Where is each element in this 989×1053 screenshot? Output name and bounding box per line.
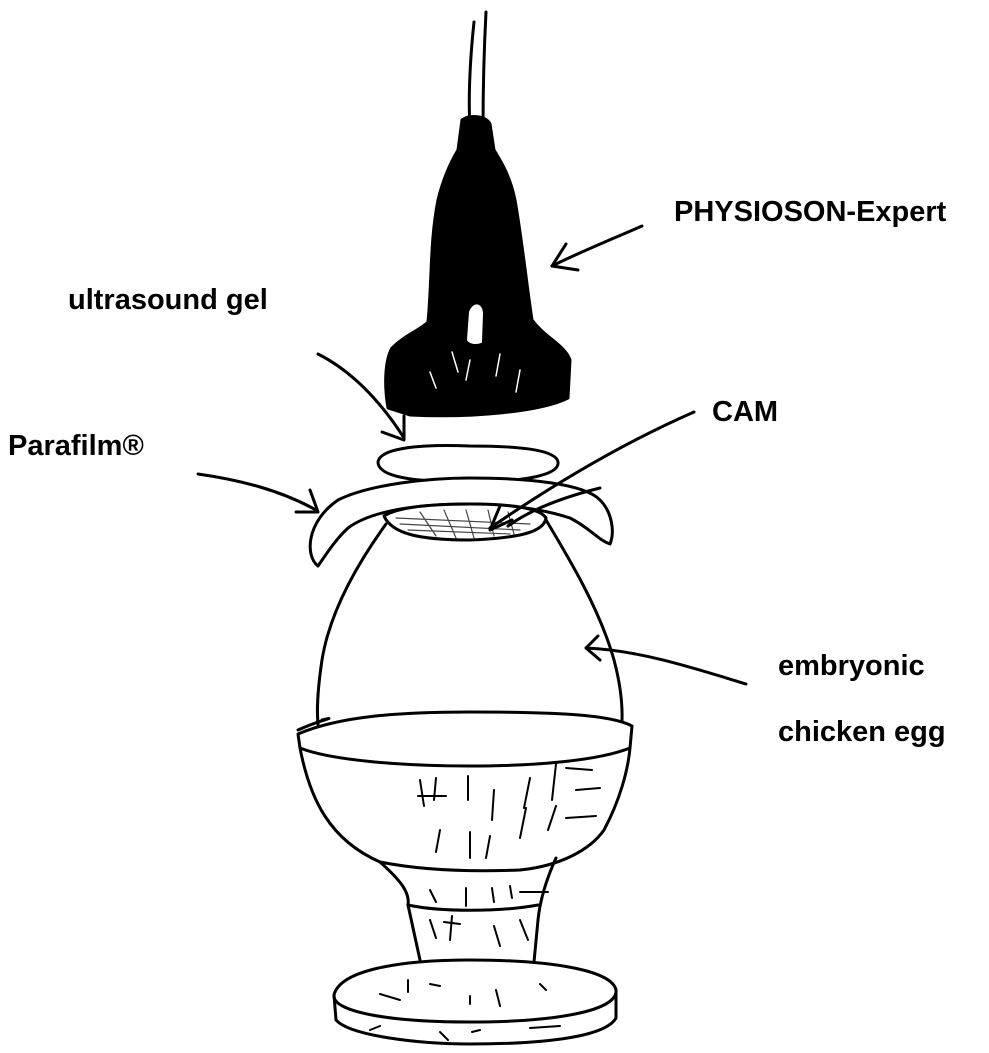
label-embryonic: embryonic <box>778 652 925 681</box>
egg-cup <box>298 712 632 1044</box>
label-parafilm: Parafilm® <box>8 432 144 461</box>
label-cam: CAM <box>712 398 778 427</box>
label-physioson-expert: PHYSIOSON-Expert <box>674 198 946 227</box>
cam-window <box>384 504 546 540</box>
probe-cable <box>469 12 486 130</box>
ultrasound-probe <box>386 117 570 416</box>
arrow-parafilm <box>198 474 318 512</box>
label-chicken-egg: chicken egg <box>778 718 946 747</box>
arrow-probe <box>552 226 642 270</box>
label-ultrasound-gel: ultrasound gel <box>68 286 268 315</box>
chicken-egg <box>318 520 623 740</box>
